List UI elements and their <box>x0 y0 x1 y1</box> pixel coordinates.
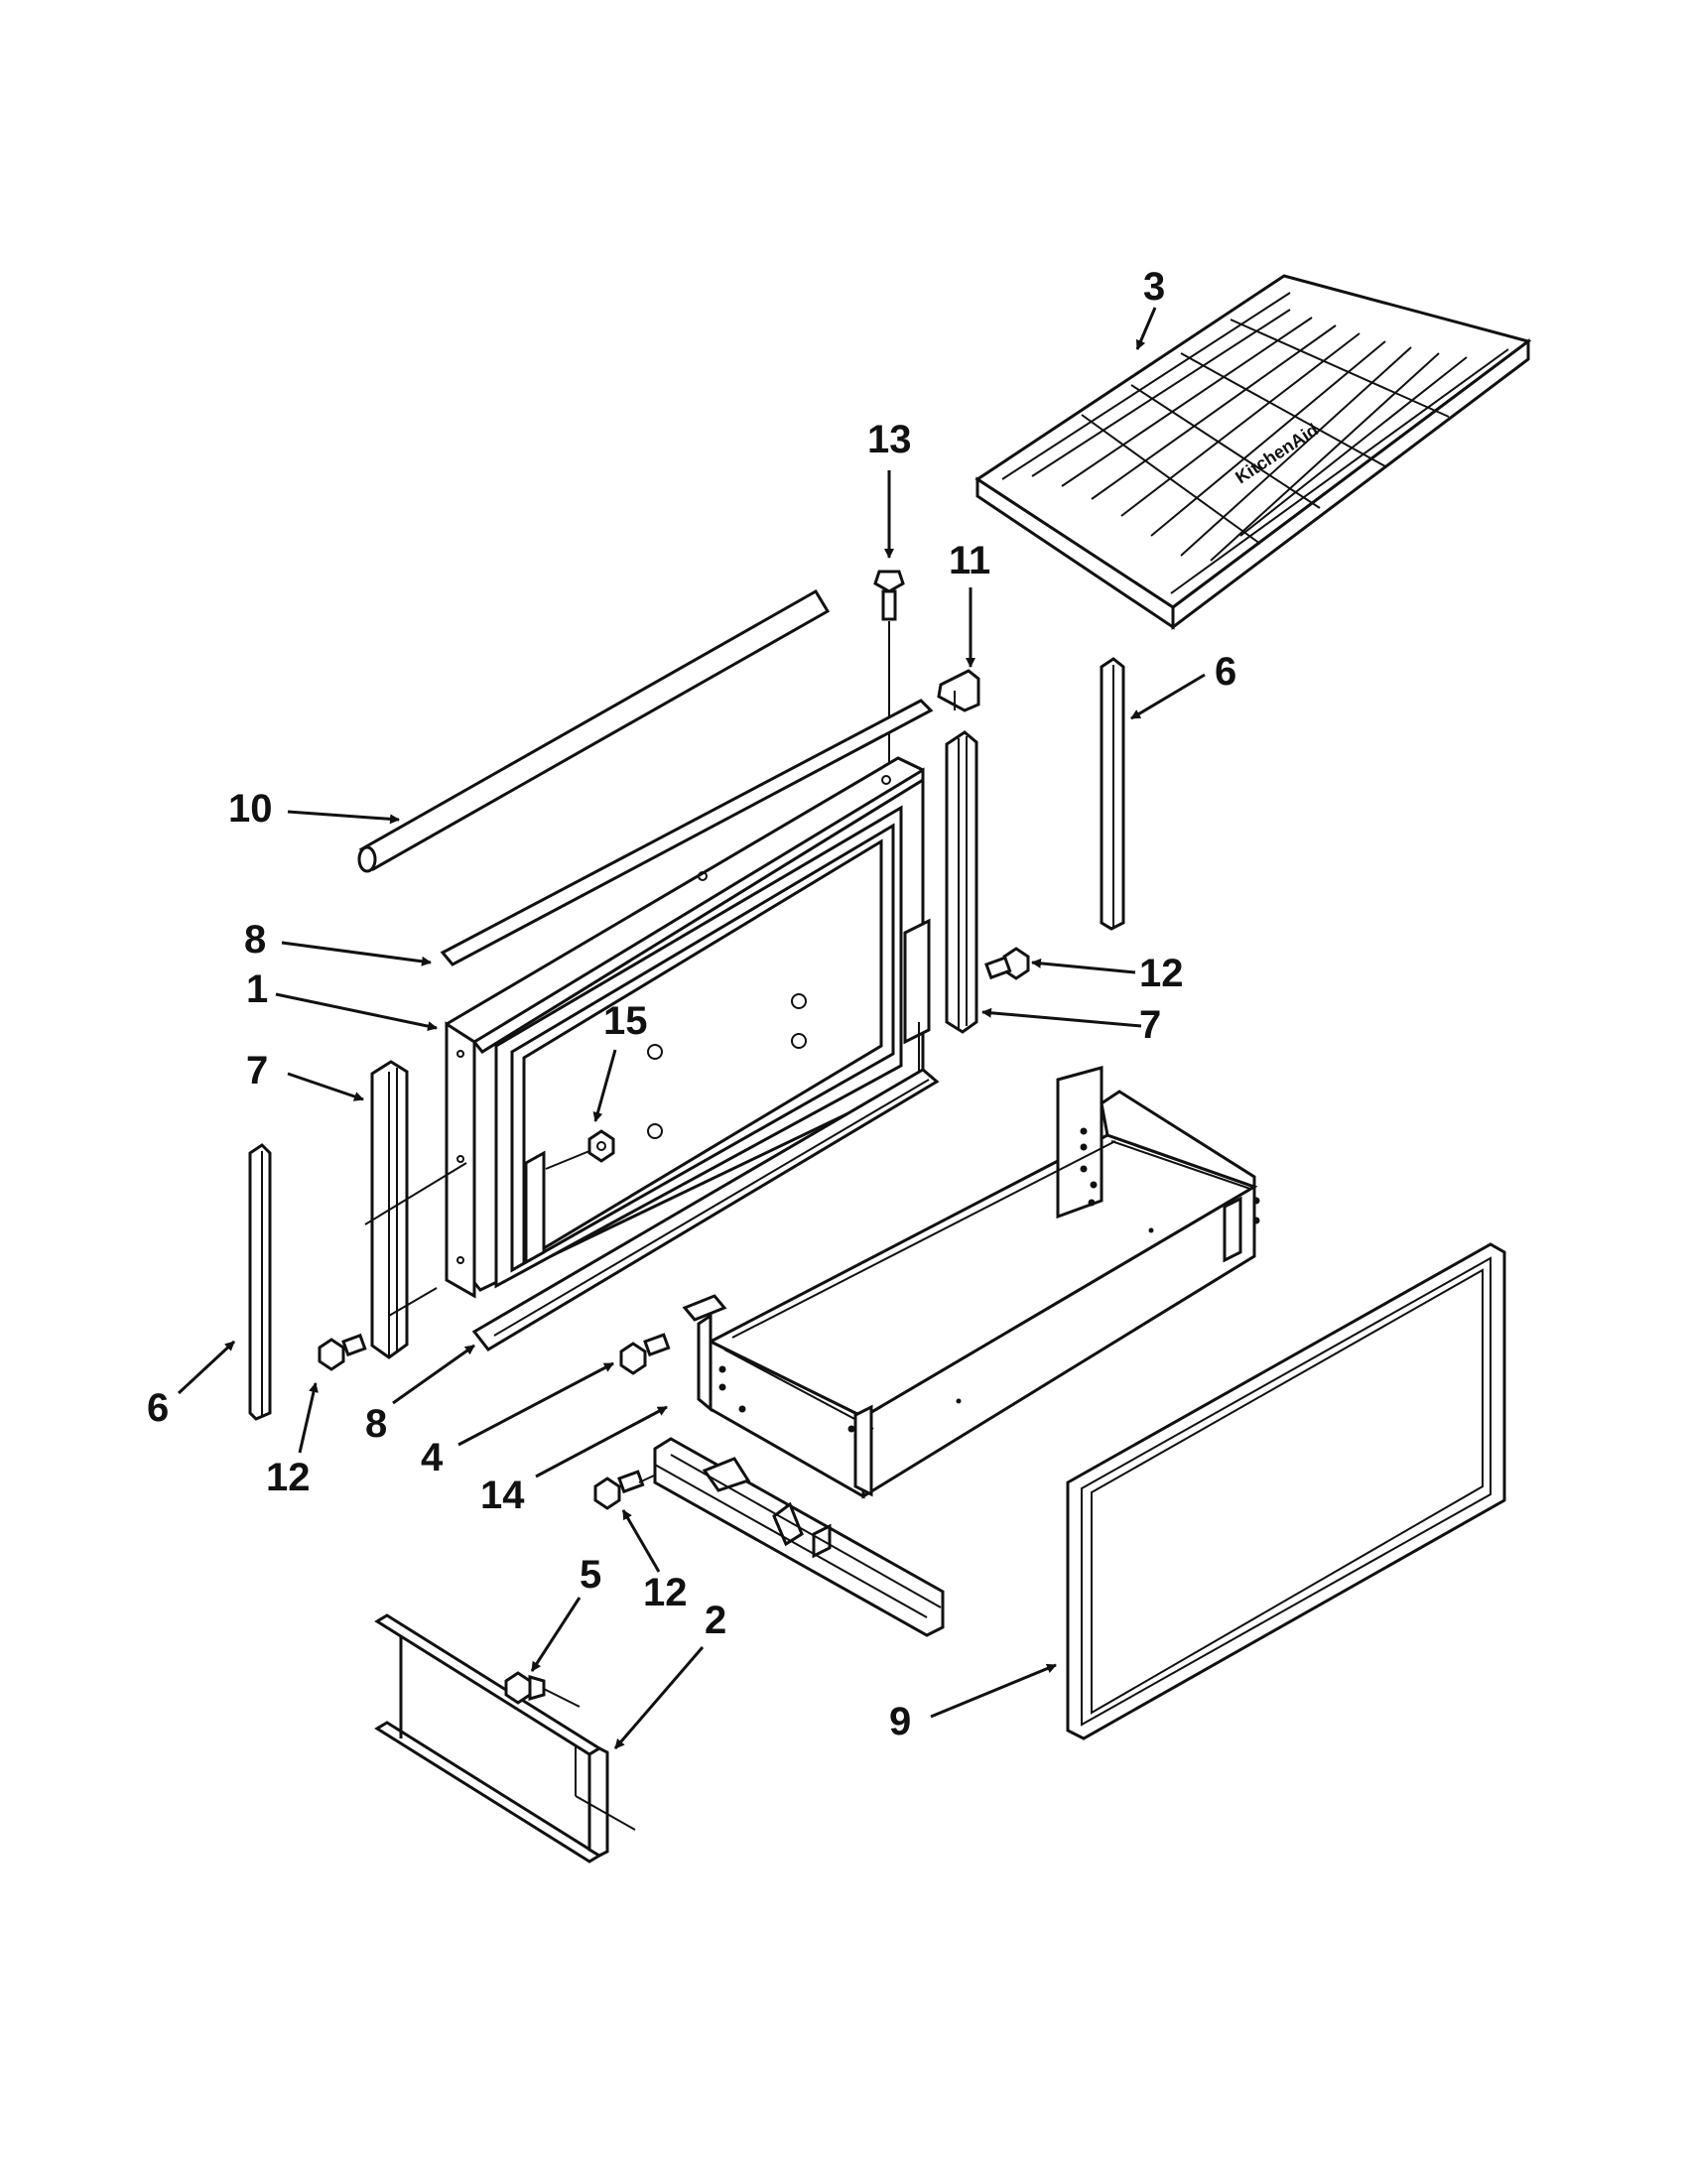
trim-strip-top <box>440 699 934 966</box>
screw-13 <box>873 570 905 774</box>
leader-12-left <box>298 1382 319 1454</box>
trim-strip-bottom <box>471 1068 940 1351</box>
label-8-top: 8 <box>244 918 266 962</box>
part-labels: 3 13 11 6 10 8 12 1 15 7 7 6 8 4 12 14 5… <box>147 265 1236 1743</box>
leader-4 <box>457 1361 614 1447</box>
drawer-box <box>682 1066 1260 1499</box>
screw-12-left <box>318 1333 367 1371</box>
leader-2 <box>613 1646 705 1749</box>
side-strip-right <box>1100 657 1125 931</box>
label-14: 14 <box>480 1474 525 1517</box>
clip-11 <box>937 669 980 712</box>
leader-6-right <box>1130 673 1206 720</box>
label-5: 5 <box>580 1553 601 1597</box>
leader-5 <box>530 1597 582 1672</box>
nut-15 <box>545 1129 615 1170</box>
leader-12-bottom <box>621 1509 661 1573</box>
label-10: 10 <box>228 787 273 831</box>
leader-14 <box>535 1405 668 1478</box>
door-rod <box>357 588 831 873</box>
panel-bracket <box>374 1613 636 1863</box>
door-gasket <box>1066 1242 1506 1740</box>
label-8-bottom: 8 <box>365 1402 387 1446</box>
leader-3 <box>1135 307 1157 350</box>
screw-12-right <box>984 947 1030 980</box>
label-7-left: 7 <box>246 1049 268 1092</box>
label-1: 1 <box>246 967 268 1011</box>
side-strip-left <box>248 1143 272 1421</box>
label-2: 2 <box>705 1599 726 1642</box>
side-channel-right <box>945 730 978 1034</box>
leader-12-right <box>1031 958 1136 974</box>
screw-4 <box>619 1333 671 1375</box>
drawer-slide-rail <box>653 1437 945 1637</box>
leader-9 <box>930 1663 1057 1719</box>
label-12-bottom: 12 <box>643 1571 688 1614</box>
leader-lines <box>177 307 1206 1749</box>
label-6-left: 6 <box>147 1386 169 1430</box>
leader-10 <box>287 810 400 825</box>
leader-7-left <box>287 1072 364 1101</box>
label-12-right: 12 <box>1139 952 1184 995</box>
label-9: 9 <box>889 1700 911 1743</box>
label-3: 3 <box>1143 265 1165 309</box>
leader-6-left <box>177 1340 236 1395</box>
door-frame <box>445 756 931 1299</box>
label-15: 15 <box>603 999 648 1043</box>
leader-1 <box>275 992 438 1032</box>
label-12-left: 12 <box>266 1456 311 1499</box>
screw-5 <box>504 1671 581 1708</box>
leader-15 <box>592 1049 617 1122</box>
label-11: 11 <box>949 539 990 582</box>
label-6-right: 6 <box>1215 650 1236 694</box>
grill-grate: KitchenAid <box>974 274 1532 631</box>
leader-8-bottom <box>392 1344 475 1405</box>
leader-7-right <box>981 1007 1142 1028</box>
label-13: 13 <box>867 418 912 461</box>
label-4: 4 <box>421 1436 444 1479</box>
leader-8-top <box>281 941 432 966</box>
side-channel-left <box>364 1060 467 1359</box>
label-7-right: 7 <box>1139 1003 1161 1047</box>
